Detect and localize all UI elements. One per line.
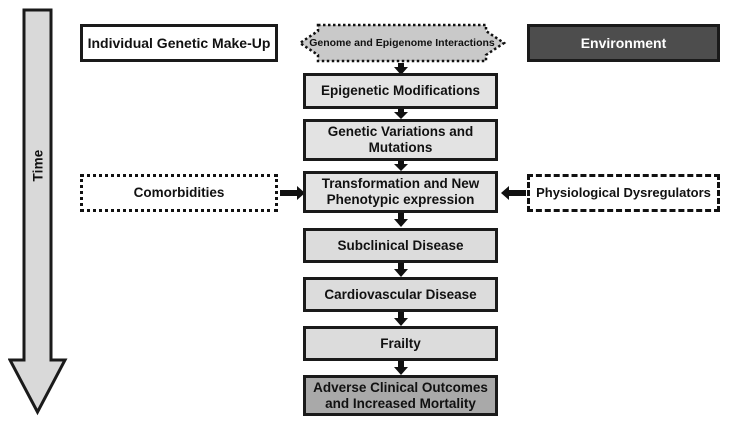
- arrow-epigenetic-to-genetic: [393, 109, 409, 119]
- box-comorbidities[interactable]: Comorbidities: [80, 174, 278, 212]
- box-frailty-label: Frailty: [380, 335, 421, 351]
- box-frailty[interactable]: Frailty: [303, 326, 498, 361]
- box-individual-genetic-makeup[interactable]: Individual Genetic Make-Up: [80, 24, 278, 62]
- box-cardiovascular-disease[interactable]: Cardiovascular Disease: [303, 277, 498, 312]
- box-transformation-phenotype[interactable]: Transformation and New Phenotypic expres…: [303, 171, 498, 213]
- box-genetic-variations[interactable]: Genetic Variations and Mutations: [303, 119, 498, 161]
- box-physiological-dysregulators-label: Physiological Dysregulators: [536, 185, 711, 201]
- box-subclinical-disease[interactable]: Subclinical Disease: [303, 228, 498, 263]
- arrow-frailty-to-adverse-outcomes: [393, 361, 409, 375]
- arrow-cardiovascular-to-frailty: [393, 312, 409, 326]
- box-individual-genetic-makeup-label: Individual Genetic Make-Up: [87, 34, 271, 51]
- box-cardiovascular-disease-label: Cardiovascular Disease: [324, 286, 477, 302]
- arrow-subclinical-to-cardiovascular: [393, 263, 409, 277]
- banner-genome-epigenome-interactions[interactable]: Genome and Epigenome Interactions: [296, 21, 508, 65]
- box-physiological-dysregulators[interactable]: Physiological Dysregulators: [527, 174, 720, 212]
- box-transformation-phenotype-line2: Phenotypic expression: [326, 192, 475, 207]
- box-genetic-variations-line2: Mutations: [368, 140, 433, 155]
- arrow-genetic-to-transformation: [393, 161, 409, 171]
- box-epigenetic-modifications-label: Epigenetic Modifications: [320, 83, 480, 99]
- arrow-dysregulators-to-transformation: [500, 185, 526, 201]
- box-environment-label: Environment: [580, 34, 667, 51]
- box-genetic-variations-line1: Genetic Variations and: [327, 124, 474, 140]
- time-axis-arrow: Time: [8, 8, 68, 416]
- box-transformation-phenotype-line1: Transformation and New: [321, 176, 480, 192]
- box-epigenetic-modifications[interactable]: Epigenetic Modifications: [303, 73, 498, 109]
- box-comorbidities-label: Comorbidities: [133, 185, 225, 201]
- arrow-comorbidities-to-transformation: [280, 185, 306, 201]
- arrow-banner-to-epigenetic: [393, 63, 409, 75]
- box-adverse-outcomes[interactable]: Adverse Clinical Outcomes and Increased …: [303, 375, 498, 416]
- arrow-transformation-to-subclinical: [393, 213, 409, 227]
- box-environment[interactable]: Environment: [527, 24, 720, 62]
- box-subclinical-disease-label: Subclinical Disease: [337, 237, 464, 253]
- box-adverse-outcomes-line1: Adverse Clinical Outcomes: [313, 379, 488, 395]
- box-adverse-outcomes-line2: and Increased Mortality: [325, 395, 476, 411]
